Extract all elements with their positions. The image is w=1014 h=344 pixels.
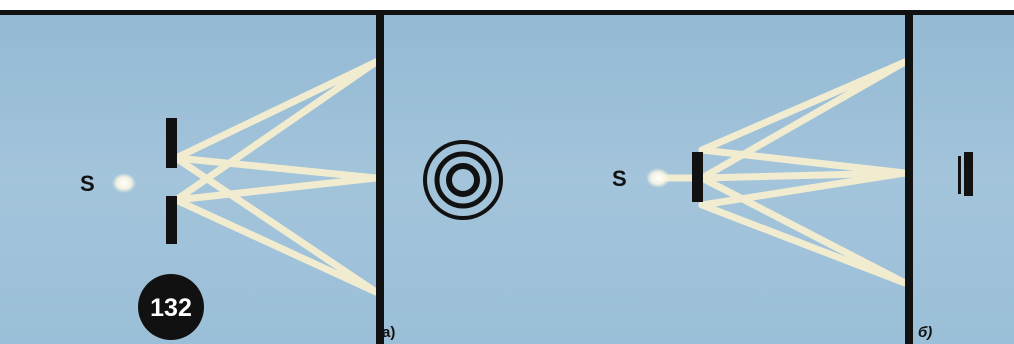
panel-a-beams [172,58,380,296]
page-number-badge: 132 [138,274,204,340]
panel-b: S б) [423,58,932,341]
source-label-a: S [80,171,95,196]
light-source-b [646,168,670,188]
lower-slit-barrier [166,196,177,244]
badge-number: 132 [150,294,192,322]
partial-barrier [964,152,973,196]
caption-b: б) [918,324,932,341]
thin-slit-line [958,156,961,194]
upper-slit-barrier [166,118,177,168]
single-slit-barrier [692,152,703,202]
panel-c [958,152,973,196]
light-source-a [112,173,136,193]
top-border [0,10,1014,15]
panel-divider-a [376,12,384,344]
concentric-rings-icon [423,140,503,220]
panel-divider-b [905,12,913,344]
panel-b-beams [658,58,909,287]
caption-a: а) [382,324,395,341]
source-label-b: S [612,166,627,191]
panel-a: S 132 а) [80,58,395,341]
